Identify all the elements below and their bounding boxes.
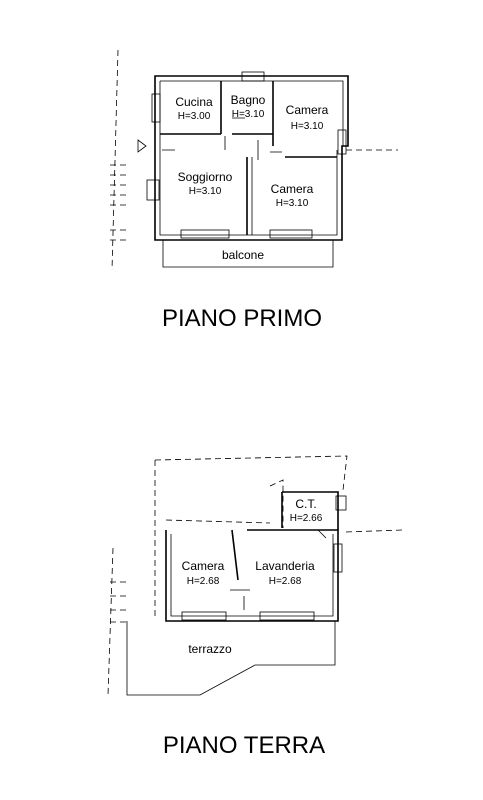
window-lavanderia-side [333, 543, 343, 573]
room-height-bagno: H=3.10 [232, 109, 265, 120]
balcone-outline [162, 240, 334, 268]
outer-wall-primo [154, 75, 349, 241]
room-height-cucina: H=3.00 [178, 111, 211, 122]
room-name-lavanderia: Lavanderia [255, 559, 315, 573]
room-name-camera2: Camera [271, 182, 314, 196]
room-height-ct: H=2.66 [290, 513, 323, 524]
window-camera2 [269, 229, 313, 239]
entrance-arrow-icon [137, 139, 147, 153]
window-soggiorno [180, 229, 230, 239]
room-name-cucina: Cucina [175, 95, 213, 109]
wall-camera-lavanderia [231, 529, 239, 581]
window-camera-terra [181, 611, 227, 621]
outdoor-label-terrazzo: terrazzo [188, 642, 232, 656]
outdoor-label-balcone: balcone [222, 248, 264, 262]
terrazzo-outline [126, 621, 336, 696]
room-height-camera2: H=3.10 [276, 198, 309, 209]
room-name-soggiorno: Soggiorno [178, 170, 233, 184]
room-name-ct: C.T. [295, 497, 316, 511]
window-bagno [241, 71, 265, 82]
floor-title-primo: PIANO PRIMO [162, 305, 322, 332]
plan-piano-primo: Cucina H=3.00 Bagno H=3.10 Camera H=3.10… [110, 49, 398, 332]
room-height-camera1: H=3.10 [291, 121, 324, 132]
window-cucina [151, 93, 161, 123]
wall-ct [281, 491, 339, 530]
outer-wall-terra [165, 529, 339, 622]
plan-piano-terra: C.T. H=2.66 Camera H=2.68 Lavanderia H=2… [107, 455, 403, 759]
window-ct [335, 495, 347, 511]
room-name-camera1: Camera [286, 103, 329, 117]
window-lavanderia [259, 611, 315, 621]
room-name-bagno: Bagno [231, 93, 266, 107]
room-name-camera-terra: Camera [182, 559, 225, 573]
room-height-lavanderia: H=2.68 [269, 576, 302, 587]
door-marks [162, 117, 282, 160]
window-camera1 [337, 129, 347, 155]
fireplace [146, 179, 160, 201]
room-height-soggiorno: H=3.10 [189, 186, 222, 197]
floor-title-terra: PIANO TERRA [163, 732, 325, 759]
room-height-camera-terra: H=2.68 [187, 576, 220, 587]
